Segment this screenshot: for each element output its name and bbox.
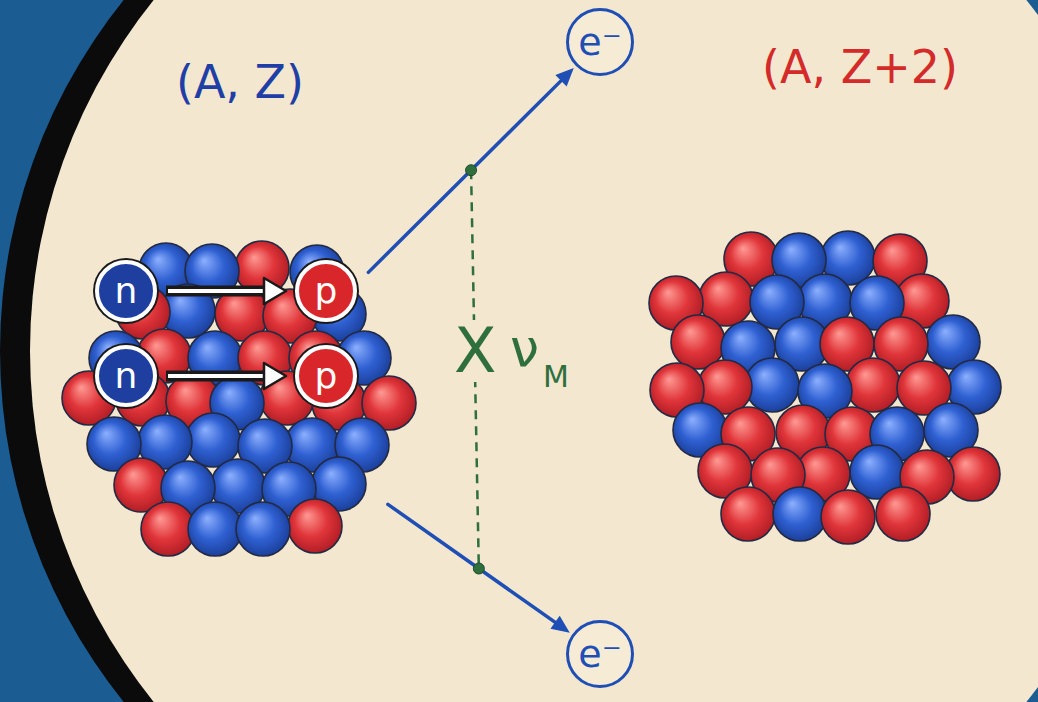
particle-symbol: p [315, 358, 338, 394]
transition-arrow [166, 363, 286, 389]
transition-arrow [166, 278, 286, 304]
particle-symbol: n [115, 273, 138, 309]
nucleon-ball [846, 358, 900, 412]
electron-line [388, 504, 570, 632]
nucleon-cluster [649, 231, 1001, 544]
nucleon-ball [188, 502, 242, 556]
particle-symbol: e⁻ [578, 23, 621, 61]
arrow-head [264, 363, 286, 389]
arrow-head [550, 616, 569, 633]
arrow-core [168, 374, 268, 378]
arrow-core [168, 289, 268, 293]
nucleon-ball [141, 502, 195, 556]
nucleon-ball [288, 499, 342, 553]
nucleus-heading: (A, Z+2) [690, 40, 1030, 95]
neutron: n [95, 345, 157, 407]
electron-path [388, 504, 557, 623]
electron: e⁻ [566, 620, 634, 688]
nucleon-cluster [62, 241, 416, 556]
nucleon-ball [236, 502, 290, 556]
neutrino-symbol: ν [510, 322, 539, 374]
particle-symbol: p [315, 273, 338, 309]
proton: p [295, 345, 357, 407]
particle-symbol: e⁻ [578, 635, 621, 673]
neutron: n [95, 260, 157, 322]
electron: e⁻ [566, 8, 634, 76]
nucleon-ball [721, 487, 775, 541]
electron-line [368, 68, 573, 272]
nucleus-initial: (A, Z) n p n p [60, 55, 420, 595]
nucleon-clusters [62, 231, 1001, 556]
proton: p [295, 260, 357, 322]
nucleon-ball [745, 358, 799, 412]
nucleon-ball [876, 487, 930, 541]
vertex-dot [466, 165, 477, 176]
nucleon-ball [773, 487, 827, 541]
arrow-head [264, 278, 286, 304]
electron-path [368, 79, 562, 272]
particle-symbol: n [115, 358, 138, 394]
nucleus-final: (A, Z+2) [690, 40, 1030, 610]
arrow-head [555, 68, 573, 86]
beige-disc [30, 0, 1038, 702]
mass-insertion-cross: X [451, 320, 499, 382]
vertex-dot [473, 563, 484, 574]
nucleon-ball [821, 490, 875, 544]
nucleus-heading: (A, Z) [60, 55, 420, 110]
neutrino-subscript: M [543, 362, 569, 392]
